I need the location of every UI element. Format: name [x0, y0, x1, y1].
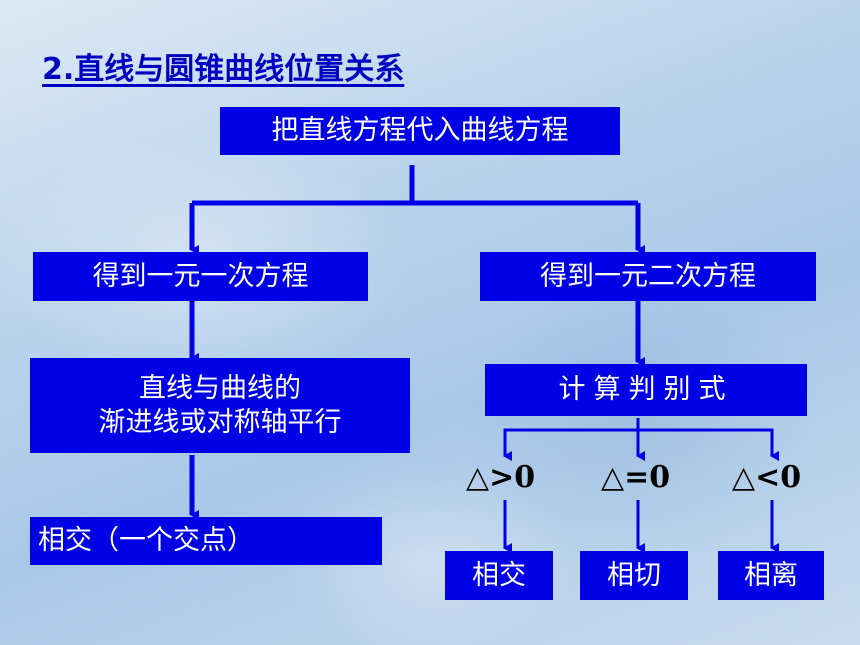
node-intersect-one: 相交（一个交点）: [30, 517, 382, 565]
node-parallel-line1: 直线与曲线的: [139, 372, 301, 404]
node-linear: 得到一元一次方程: [33, 252, 368, 301]
node-root: 把直线方程代入曲线方程: [220, 107, 620, 155]
condition-gt: △>0: [466, 460, 536, 495]
node-separate: 相离: [718, 551, 824, 600]
node-parallel: 直线与曲线的 渐进线或对称轴平行: [30, 358, 410, 453]
node-discriminant: 计算判别式: [485, 364, 807, 416]
node-tangent: 相切: [580, 551, 688, 600]
node-quadratic: 得到一元二次方程: [480, 252, 816, 301]
connector-root-branch: [192, 165, 638, 206]
node-parallel-line2: 渐进线或对称轴平行: [98, 406, 342, 438]
condition-lt: △<0: [732, 460, 802, 495]
slide-title: 2.直线与圆锥曲线位置关系: [42, 52, 405, 87]
node-intersect: 相交: [445, 551, 553, 600]
condition-eq: △=0: [601, 460, 671, 495]
